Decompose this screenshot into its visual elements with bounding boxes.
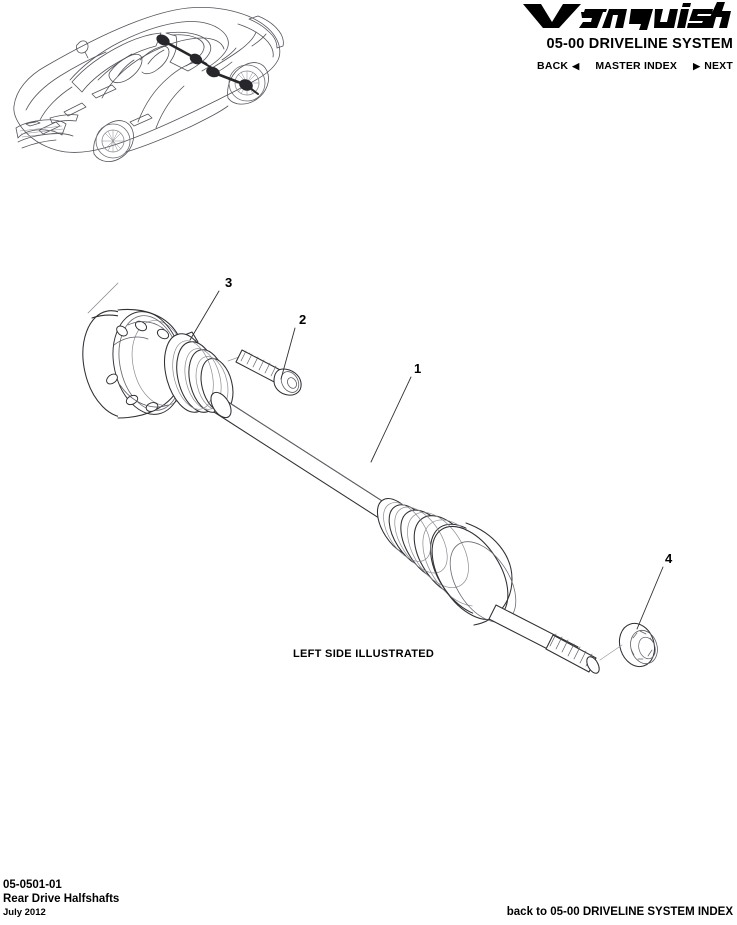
callout-number-2: 2 — [299, 312, 306, 327]
document-header: 05-00 DRIVELINE SYSTEM BACK ◀ MASTER IND… — [473, 0, 733, 72]
vehicle-thumbnail-illustration — [13, 7, 284, 162]
callout-number-3: 3 — [225, 275, 232, 290]
highlighted-halfshafts — [156, 34, 259, 95]
halfshaft-exploded-diagram: 3 2 1 4 — [82, 275, 673, 674]
footer-left-block: 05-0501-01 Rear Drive Halfshafts July 20… — [3, 878, 119, 919]
next-arrow-icon[interactable]: ▶ — [693, 60, 701, 71]
document-subtitle: Rear Drive Halfshafts — [3, 893, 120, 906]
back-to-index-link[interactable]: back to 05-00 DRIVELINE SYSTEM INDEX — [506, 906, 733, 918]
master-index-link[interactable]: MASTER INDEX — [595, 60, 678, 72]
illustration-caption: LEFT SIDE ILLUSTRATED — [293, 648, 435, 660]
document-code: 05-0501-01 — [3, 879, 62, 892]
back-arrow-icon[interactable]: ◀ — [572, 60, 580, 71]
navigation-bar: BACK ◀ MASTER INDEX ▶ NEXT — [473, 60, 733, 72]
vanquish-logo — [523, 2, 731, 30]
document-date: July 2012 — [3, 907, 46, 919]
callout-number-4: 4 — [665, 551, 673, 566]
back-link[interactable]: BACK — [537, 60, 569, 72]
section-title: 05-00 DRIVELINE SYSTEM — [546, 36, 733, 52]
callout-number-1: 1 — [414, 361, 421, 376]
next-link[interactable]: NEXT — [704, 60, 733, 72]
